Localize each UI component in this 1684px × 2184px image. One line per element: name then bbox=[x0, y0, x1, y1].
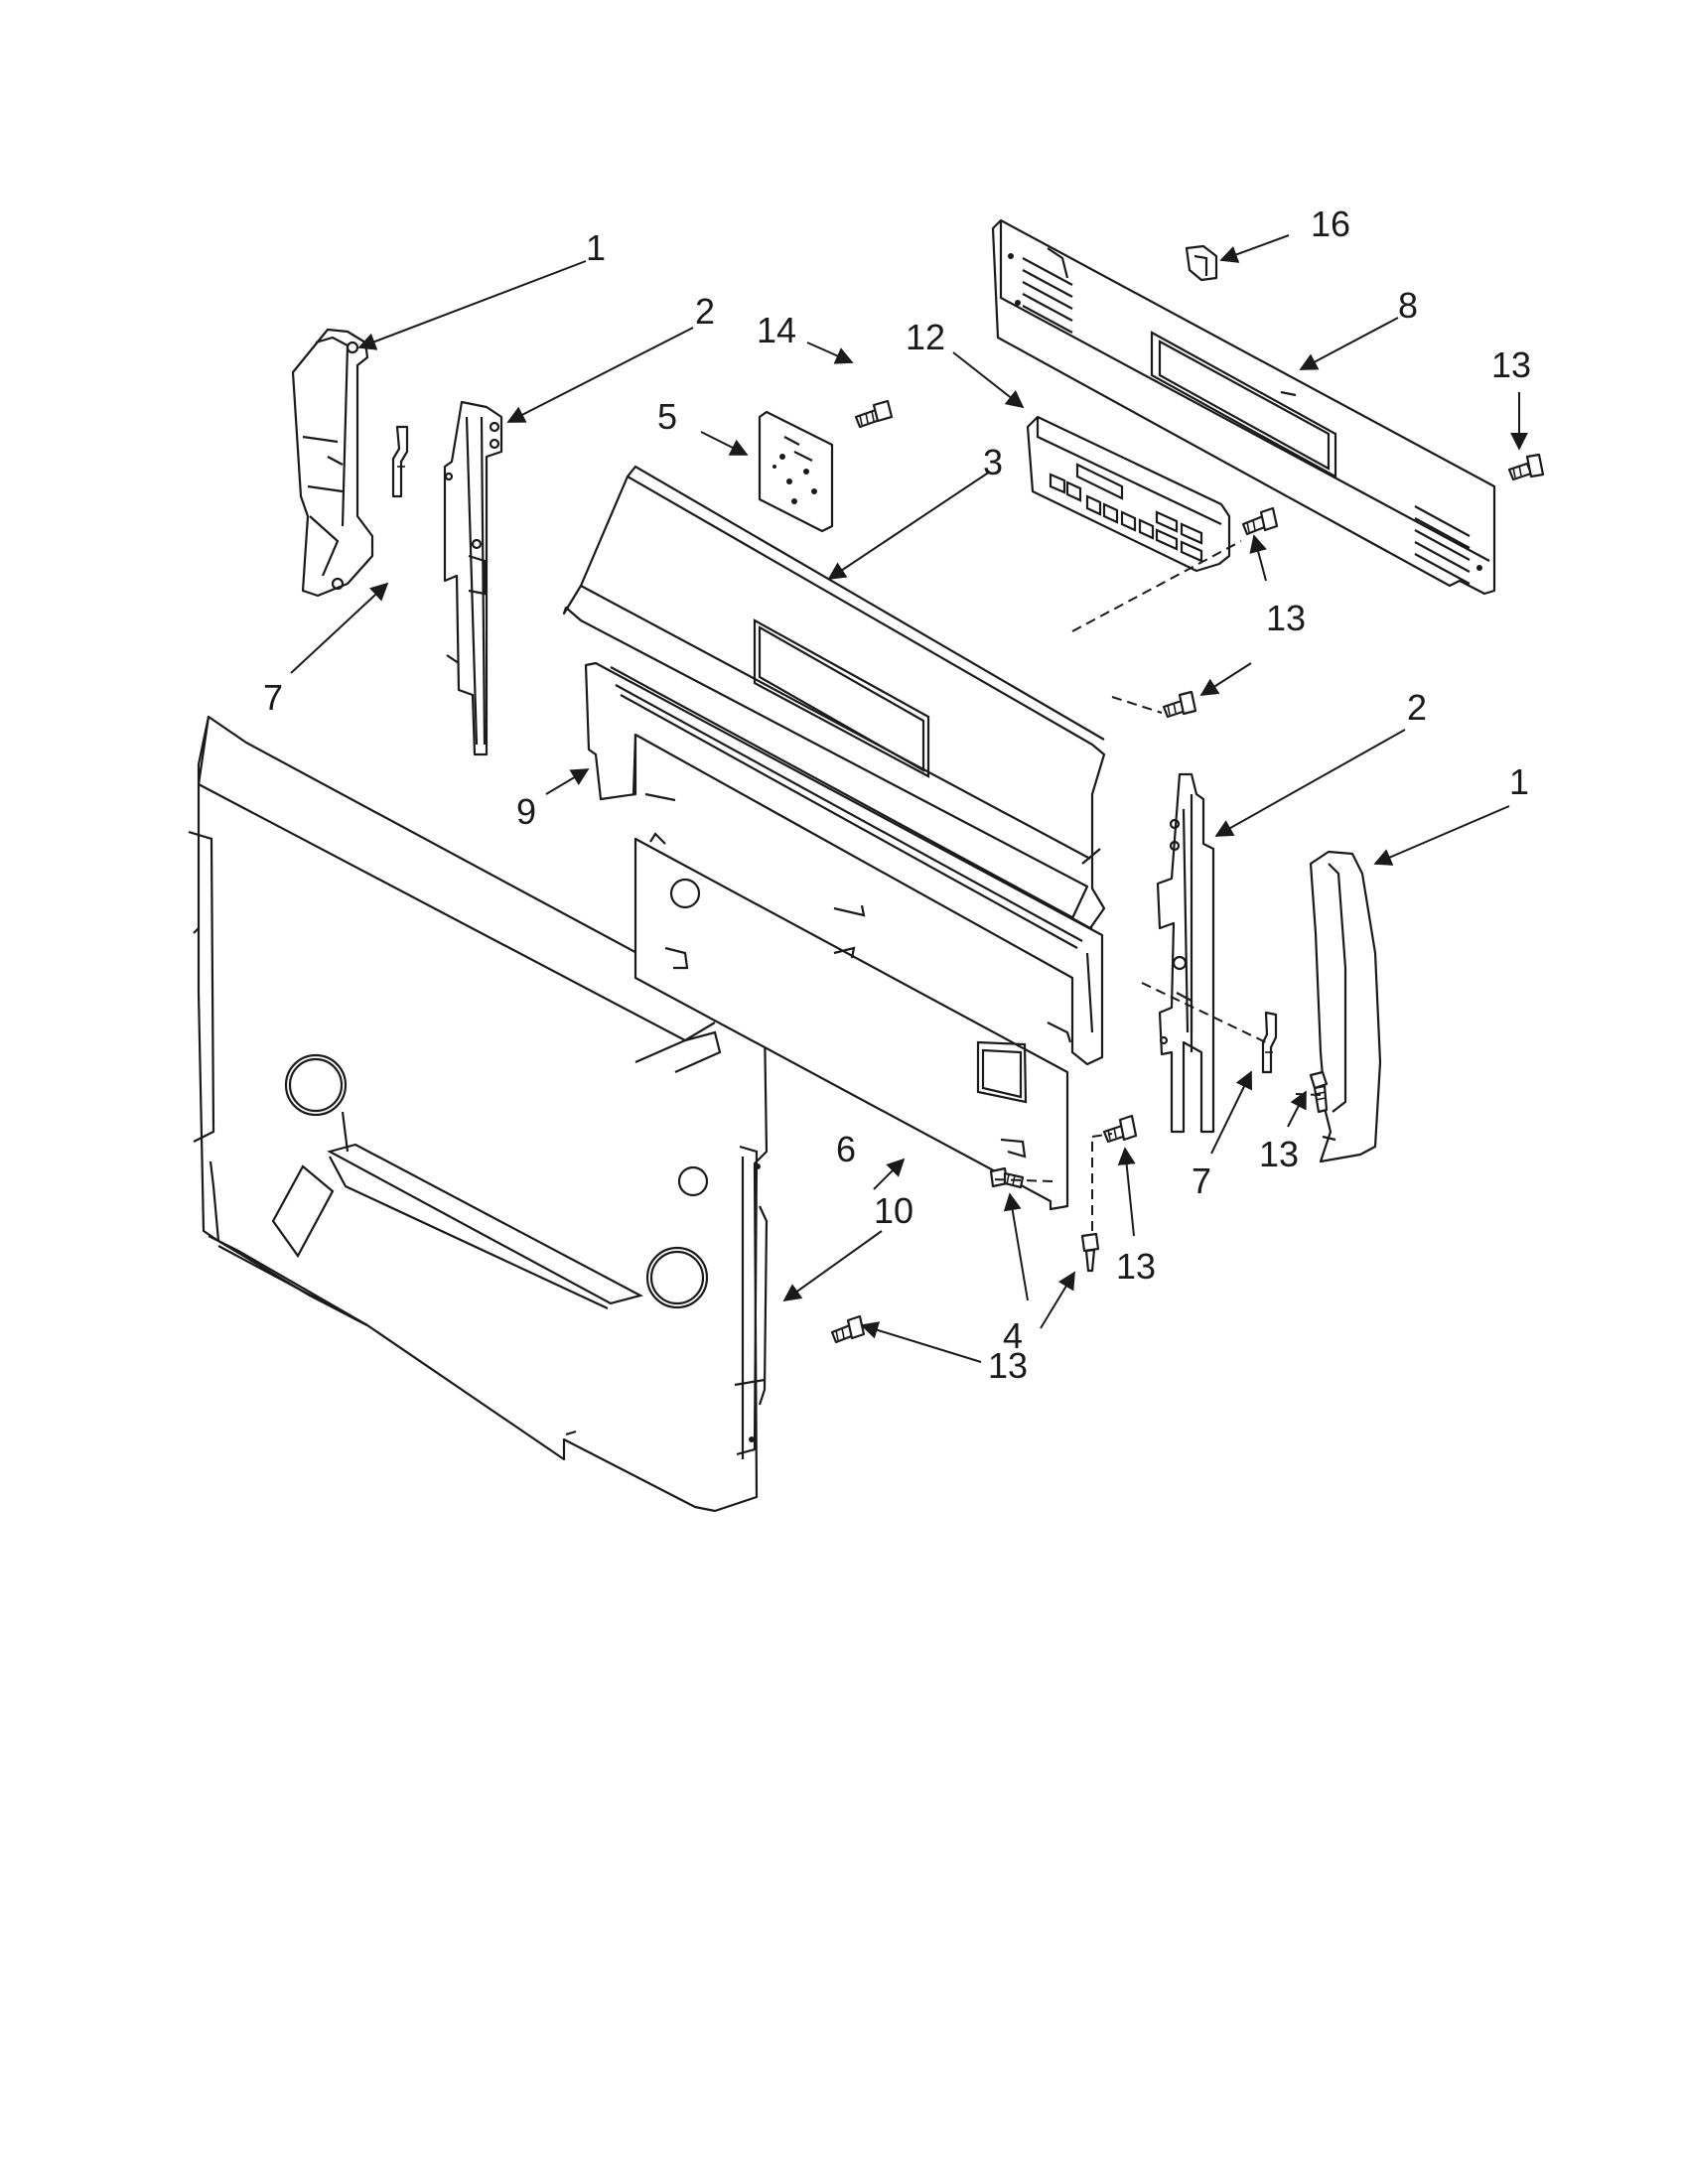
callout-6: 6 bbox=[836, 1129, 856, 1169]
part-7-left-clip bbox=[391, 425, 409, 498]
screw-13-right-cap bbox=[1309, 1070, 1329, 1114]
screw-13-mid bbox=[1162, 690, 1197, 719]
callout-1-left: 1 bbox=[586, 227, 606, 268]
part-5-control-board bbox=[758, 410, 834, 533]
part-8-back-guard bbox=[991, 218, 1496, 596]
part-3-top-panel bbox=[562, 465, 1106, 930]
callout-labels: 1 2 14 5 12 3 16 8 13 13 7 9 2 1 7 13 6 … bbox=[263, 204, 1531, 1386]
callout-4: 4 bbox=[1003, 1315, 1023, 1356]
part-9-bracket bbox=[584, 661, 1104, 1066]
part-6-mid-panel bbox=[633, 832, 1069, 1211]
callout-12: 12 bbox=[906, 317, 945, 357]
part-10-lower-panel bbox=[188, 715, 769, 1513]
callout-8: 8 bbox=[1398, 285, 1418, 326]
callout-3: 3 bbox=[983, 442, 1003, 482]
part-1-right-end-cap bbox=[1309, 850, 1382, 1163]
screw-13-bottom bbox=[830, 1314, 866, 1344]
callout-13-top-right: 13 bbox=[1491, 344, 1531, 385]
callout-13-lower-mid: 13 bbox=[1116, 1246, 1156, 1287]
part-16-clip bbox=[1185, 244, 1218, 282]
callout-1-right: 1 bbox=[1509, 761, 1529, 802]
screw-14 bbox=[854, 399, 894, 429]
leader-arrows bbox=[290, 234, 1528, 1363]
callout-16: 16 bbox=[1311, 204, 1350, 244]
callout-5: 5 bbox=[657, 396, 677, 437]
callout-7-right: 7 bbox=[1192, 1160, 1211, 1201]
part-2-right-bracket bbox=[1156, 772, 1215, 1134]
callout-9: 9 bbox=[516, 791, 536, 832]
callout-13-display: 13 bbox=[1266, 598, 1306, 638]
callout-2-right: 2 bbox=[1407, 687, 1427, 728]
part-2-left-bracket bbox=[443, 400, 503, 756]
part-12-display-overlay bbox=[1026, 415, 1231, 573]
callout-10: 10 bbox=[874, 1190, 913, 1231]
part-7-right-clip bbox=[1261, 1011, 1278, 1074]
callout-14: 14 bbox=[757, 310, 796, 350]
callout-13-right-cap: 13 bbox=[1259, 1134, 1299, 1174]
part-1-left-end-cap bbox=[291, 328, 374, 598]
callout-7-left: 7 bbox=[263, 677, 283, 718]
callout-2-left: 2 bbox=[695, 291, 715, 332]
callout-13-bottom: 13 bbox=[988, 1345, 1028, 1386]
screw-4-bottom bbox=[1080, 1232, 1100, 1273]
screw-13-lower-mid bbox=[1102, 1114, 1138, 1144]
screw-13-display bbox=[1241, 506, 1279, 536]
screw-13-top-right bbox=[1507, 453, 1545, 481]
